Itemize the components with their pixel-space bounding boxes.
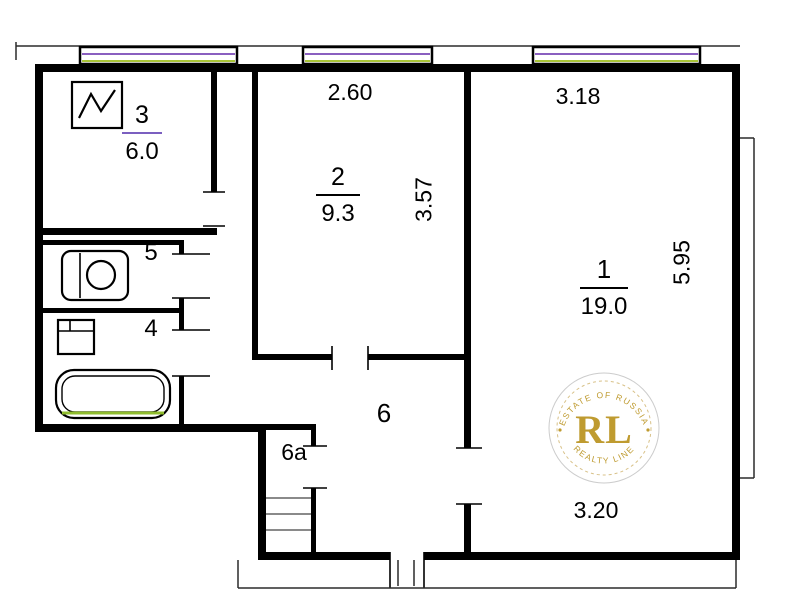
dimension-room1-bottom: 3.20 <box>573 497 619 523</box>
room-6a-number: 6a <box>281 439 307 465</box>
wall-lower-left-vertical <box>258 424 266 560</box>
door-openings <box>172 191 482 588</box>
watermark-badge: ESTATE OF RUSSIA REALTY LINE RL <box>547 371 661 485</box>
window-room1 <box>531 45 702 66</box>
room-4-number: 4 <box>144 315 158 342</box>
watermark-background <box>547 371 661 485</box>
windows <box>78 45 702 66</box>
dimension-room1-side: 5.95 <box>668 240 695 285</box>
wall-left <box>35 64 43 432</box>
wall-kitchen-bottom <box>35 228 217 235</box>
wall-lower-left-horizontal <box>35 424 266 432</box>
interior-walls <box>35 64 471 556</box>
window-kitchen <box>78 45 239 66</box>
room-2-number: 2 <box>331 163 345 191</box>
dimension-room2-top: 2.60 <box>327 79 373 105</box>
room-3-number: 3 <box>135 101 149 129</box>
room-1-area: 19.0 <box>580 293 628 321</box>
wall-room1-left-lower <box>464 504 471 556</box>
exterior-walls <box>35 64 740 560</box>
room-2-area: 9.3 <box>321 200 355 228</box>
wall-wc-top <box>43 240 182 245</box>
room-1-number: 1 <box>596 254 612 284</box>
room-1-label: 1 19.0 <box>566 254 642 321</box>
wall-wc-bath-divider <box>43 308 184 313</box>
watermark-inner-ring <box>556 380 652 476</box>
window-room2 <box>301 45 434 66</box>
room-2-label: 2 9.3 <box>302 164 374 226</box>
toilet-icon <box>60 249 130 302</box>
watermark-dot <box>558 428 562 432</box>
room-2-underline <box>316 194 360 197</box>
bathtub-icon <box>54 368 172 420</box>
wall-top <box>35 64 740 72</box>
room-1-underline <box>580 287 628 290</box>
watermark-outer-ring <box>548 372 660 484</box>
room-3-area: 6.0 <box>125 138 159 166</box>
entry-vestibule-lines <box>237 560 737 589</box>
dimension-room2-side: 3.57 <box>410 177 437 222</box>
watermark-initials: RL <box>575 407 633 452</box>
wall-room2-left <box>252 64 258 360</box>
wall-room1-left-upper <box>464 64 471 448</box>
room-6-number: 6 <box>376 398 392 428</box>
wall-wc-right-a <box>179 240 184 254</box>
sink-icon <box>56 318 96 356</box>
wall-closet-top <box>258 424 316 430</box>
room-6a-label: 6a <box>272 440 316 464</box>
dimension-room1-top: 3.18 <box>555 83 601 109</box>
room-3-label: 3 6.0 <box>112 102 172 164</box>
balcony-line <box>740 137 755 479</box>
wall-bottom-left <box>258 552 390 560</box>
wall-bath-right <box>179 376 184 424</box>
wall-right <box>732 64 740 560</box>
stove-icon <box>70 80 124 130</box>
room-4-label: 4 <box>136 316 166 341</box>
wall-room2-bottom-b <box>368 354 468 360</box>
wall-kitchen-right <box>211 64 217 192</box>
wall-closet-right-lower <box>311 488 316 554</box>
watermark-dot <box>646 428 650 432</box>
room-3-underline <box>122 132 162 135</box>
room-5-number: 5 <box>144 239 158 266</box>
wall-closet-right-upper <box>311 424 316 446</box>
closet-shelves <box>266 497 311 531</box>
wall-wc-right-b <box>179 298 184 330</box>
room-6-label: 6 <box>366 398 402 428</box>
wall-bottom-right <box>424 552 740 560</box>
room-5-label: 5 <box>136 240 166 265</box>
wall-room2-bottom-a <box>252 354 332 360</box>
